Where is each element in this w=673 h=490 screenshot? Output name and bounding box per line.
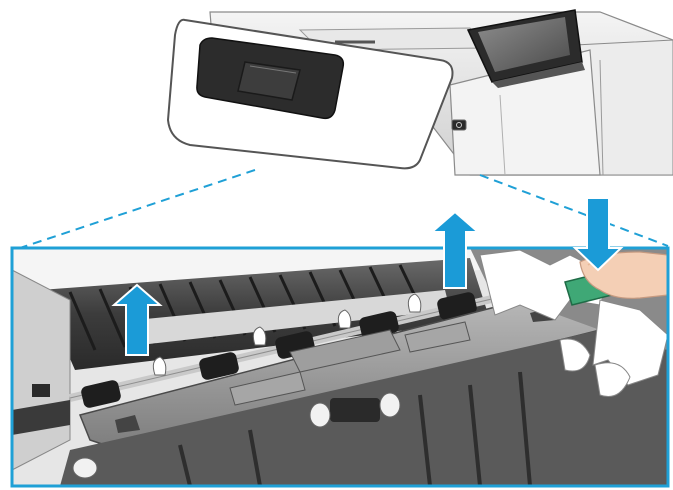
up-arrow-icon: [111, 283, 163, 356]
left-wall: [12, 269, 71, 471]
callout-lines: [19, 169, 669, 249]
printer-overview: [166, 9, 673, 176]
lower-clip-right: [379, 392, 401, 418]
guide-strip: [135, 290, 450, 345]
jammed-paper: [479, 249, 668, 397]
handle-highlight: [249, 65, 297, 74]
control-panel-icon: [466, 9, 585, 88]
power-symbol: [456, 122, 462, 128]
front-seam: [499, 94, 506, 176]
lower-roller: [330, 398, 380, 422]
lower-clip-corner: [72, 457, 98, 479]
plate-window-3: [404, 321, 471, 353]
left-slot: [32, 384, 50, 397]
panel-seam: [599, 59, 604, 176]
detail-callout: [10, 197, 670, 488]
plate-window-2: [229, 371, 306, 406]
callout-frame: [10, 246, 670, 488]
lower-ribs: [178, 371, 532, 486]
power-button-icon: [451, 119, 467, 131]
down-arrow-icon: [572, 197, 624, 272]
up-arrow-icon: [429, 210, 481, 289]
lower-clip-left: [309, 402, 331, 428]
left-rail: [12, 400, 70, 435]
plate-window-1: [289, 329, 401, 373]
plate-tab-left: [115, 415, 140, 433]
